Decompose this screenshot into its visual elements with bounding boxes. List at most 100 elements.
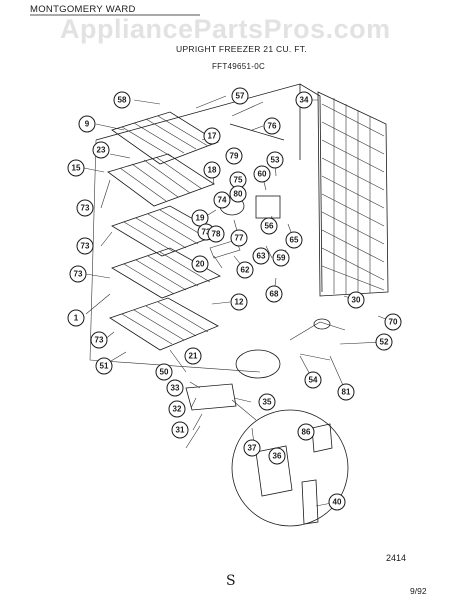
callout-51[interactable]: 51 xyxy=(95,357,113,375)
callout-73-a[interactable]: 73 xyxy=(76,199,94,217)
callout-17[interactable]: 17 xyxy=(203,127,221,145)
callout-74[interactable]: 74 xyxy=(213,191,231,209)
callout-57[interactable]: 57 xyxy=(231,87,249,105)
callout-65[interactable]: 65 xyxy=(285,231,303,249)
svg-text:36: 36 xyxy=(273,452,282,461)
svg-text:12: 12 xyxy=(235,298,244,307)
callout-35[interactable]: 35 xyxy=(258,393,276,411)
svg-text:75: 75 xyxy=(234,176,243,185)
svg-text:40: 40 xyxy=(333,498,342,507)
callout-9[interactable]: 9 xyxy=(78,115,96,133)
callout-76[interactable]: 76 xyxy=(263,117,281,135)
svg-text:19: 19 xyxy=(196,214,205,223)
svg-text:50: 50 xyxy=(160,368,169,377)
svg-text:30: 30 xyxy=(352,296,361,305)
callout-53[interactable]: 53 xyxy=(266,151,284,169)
compressor-assembly xyxy=(185,318,346,411)
svg-text:76: 76 xyxy=(268,122,277,131)
evaporator-assembly xyxy=(209,123,285,259)
callout-73-d[interactable]: 73 xyxy=(90,331,108,349)
svg-text:63: 63 xyxy=(257,252,266,261)
svg-text:53: 53 xyxy=(271,156,280,165)
svg-text:86: 86 xyxy=(302,428,311,437)
callout-18[interactable]: 18 xyxy=(203,161,221,179)
callout-56[interactable]: 56 xyxy=(260,217,278,235)
callout-20[interactable]: 20 xyxy=(191,255,209,273)
callout-52[interactable]: 52 xyxy=(375,333,393,351)
svg-text:60: 60 xyxy=(258,170,267,179)
svg-text:32: 32 xyxy=(173,405,182,414)
svg-text:78: 78 xyxy=(212,230,221,239)
callout-31[interactable]: 31 xyxy=(171,421,189,439)
callout-81[interactable]: 81 xyxy=(337,383,355,401)
callout-40[interactable]: 40 xyxy=(328,493,346,511)
svg-text:56: 56 xyxy=(265,222,274,231)
svg-text:52: 52 xyxy=(380,338,389,347)
callout-58[interactable]: 58 xyxy=(113,91,131,109)
revision-date: 9/92 xyxy=(410,586,427,596)
callout-60[interactable]: 60 xyxy=(253,165,271,183)
callout-62[interactable]: 62 xyxy=(236,261,254,279)
svg-text:58: 58 xyxy=(118,96,127,105)
callout-54[interactable]: 54 xyxy=(304,371,322,389)
callout-33[interactable]: 33 xyxy=(166,379,184,397)
watermark: AppliancePartsPros.com xyxy=(60,14,391,44)
callout-59[interactable]: 59 xyxy=(272,249,290,267)
svg-text:70: 70 xyxy=(389,318,398,327)
callout-1[interactable]: 1 xyxy=(67,309,85,327)
svg-text:74: 74 xyxy=(218,196,227,205)
callout-12[interactable]: 12 xyxy=(230,293,248,311)
callout-79[interactable]: 79 xyxy=(225,147,243,165)
callout-15[interactable]: 15 xyxy=(67,159,85,177)
svg-text:18: 18 xyxy=(208,166,217,175)
callout-37[interactable]: 37 xyxy=(243,439,261,457)
callout-86[interactable]: 86 xyxy=(297,423,315,441)
svg-text:21: 21 xyxy=(189,352,198,361)
model-number: FFT49651-0C xyxy=(212,62,266,71)
model-description: UPRIGHT FREEZER 21 CU. FT. xyxy=(176,44,307,54)
callout-30[interactable]: 30 xyxy=(347,291,365,309)
callout-34[interactable]: 34 xyxy=(295,91,313,109)
callout-78[interactable]: 78 xyxy=(207,225,225,243)
svg-text:59: 59 xyxy=(277,254,286,263)
svg-text:15: 15 xyxy=(72,164,81,173)
svg-text:73: 73 xyxy=(74,270,83,279)
svg-text:65: 65 xyxy=(290,236,299,245)
svg-text:79: 79 xyxy=(230,152,239,161)
svg-text:73: 73 xyxy=(81,242,90,251)
svg-text:81: 81 xyxy=(342,388,351,397)
handwritten-mark: S xyxy=(226,573,236,589)
svg-text:35: 35 xyxy=(263,398,272,407)
svg-text:17: 17 xyxy=(208,132,217,141)
svg-text:31: 31 xyxy=(176,426,185,435)
callout-77[interactable]: 77 xyxy=(230,229,248,247)
callout-70[interactable]: 70 xyxy=(384,313,402,331)
callout-68[interactable]: 68 xyxy=(265,285,283,303)
callout-73-c[interactable]: 73 xyxy=(69,265,87,283)
svg-text:73: 73 xyxy=(81,204,90,213)
svg-text:9: 9 xyxy=(85,120,90,129)
shelves xyxy=(107,111,221,351)
svg-text:1: 1 xyxy=(74,314,79,323)
svg-text:33: 33 xyxy=(171,384,180,393)
callout-63[interactable]: 63 xyxy=(252,247,270,265)
callout-36[interactable]: 36 xyxy=(268,447,286,465)
callout-80[interactable]: 80 xyxy=(229,185,247,203)
svg-text:54: 54 xyxy=(309,376,318,385)
callout-73-b[interactable]: 73 xyxy=(76,237,94,255)
condenser-coil xyxy=(317,91,389,297)
callout-32[interactable]: 32 xyxy=(168,400,186,418)
svg-text:73: 73 xyxy=(202,228,211,237)
callout-50[interactable]: 50 xyxy=(155,363,173,381)
callout-23[interactable]: 23 xyxy=(92,141,110,159)
svg-text:73: 73 xyxy=(95,336,104,345)
svg-text:34: 34 xyxy=(300,96,309,105)
svg-text:68: 68 xyxy=(270,290,279,299)
svg-text:37: 37 xyxy=(248,444,257,453)
svg-text:77: 77 xyxy=(235,234,244,243)
callout-21[interactable]: 21 xyxy=(184,347,202,365)
svg-text:23: 23 xyxy=(97,146,106,155)
svg-text:57: 57 xyxy=(236,92,245,101)
svg-text:80: 80 xyxy=(234,190,243,199)
